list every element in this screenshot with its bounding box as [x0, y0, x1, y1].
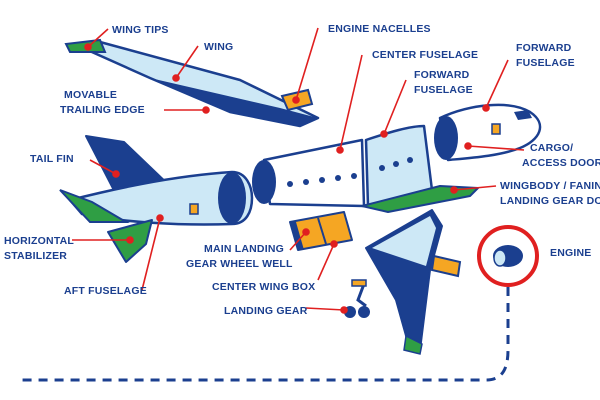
leader-dot-forward-fuselage-mid: [380, 130, 388, 138]
upper-wing: [64, 38, 320, 128]
leader-dot-wing: [172, 74, 180, 82]
leader-dot-tail-fin: [112, 170, 120, 178]
label-forward-fuselage-mid-2: FUSELAGE: [414, 84, 473, 96]
label-horizontal-stabilizer-1: HORIZONTAL: [4, 235, 74, 247]
label-aft-fuselage: AFT FUSELAGE: [64, 285, 147, 297]
label-wing: WING: [204, 41, 233, 53]
label-cargo-doors-1: CARGO/: [530, 142, 573, 154]
leader-dot-center-fuselage: [336, 146, 344, 154]
leader-dot-wingbody-fairing: [450, 186, 458, 194]
center-fuselage: [252, 138, 366, 208]
leader-main-landing-gear-well: [289, 231, 307, 251]
engine-callout: [22, 225, 539, 382]
center-wing-box: [289, 211, 353, 251]
label-movable-trailing-edge-2: TRAILING EDGE: [60, 104, 145, 116]
leader-center-wing-box: [317, 243, 335, 281]
leader-engine-nacelles: [295, 27, 319, 101]
leader-forward-fuselage-mid: [383, 79, 407, 135]
label-wing-tips: WING TIPS: [112, 24, 169, 36]
leader-wing: [175, 45, 199, 79]
label-main-landing-gear-well-2: GEAR WHEEL WELL: [186, 258, 293, 270]
label-forward-fuselage-mid-1: FORWARD: [414, 69, 470, 81]
leader-dot-cargo-doors: [464, 142, 472, 150]
forward-fuselage-mid: [364, 124, 434, 208]
label-horizontal-stabilizer-2: STABILIZER: [4, 250, 67, 262]
leader-dot-landing-gear: [340, 306, 348, 314]
label-cargo-doors-2: ACCESS DOORS: [522, 157, 600, 169]
part-labels: WING TIPS WING ENGINE NACELLES CENTER FU…: [4, 23, 600, 317]
label-center-fuselage: CENTER FUSELAGE: [372, 49, 478, 61]
leader-aft-fuselage: [141, 217, 161, 291]
label-landing-gear: LANDING GEAR: [224, 305, 308, 317]
label-tail-fin: TAIL FIN: [30, 153, 74, 165]
leader-dot-horizontal-stabilizer: [126, 236, 134, 244]
label-engine: ENGINE: [550, 247, 591, 259]
leader-center-fuselage: [339, 54, 363, 151]
leader-dot-engine-nacelles: [292, 96, 300, 104]
label-engine-nacelles: ENGINE NACELLES: [328, 23, 431, 35]
leader-wing-tips: [87, 28, 109, 48]
label-wingbody-fairing-1: WINGBODY / FANING: [500, 180, 600, 192]
label-movable-trailing-edge-1: MOVABLE: [64, 89, 117, 101]
leader-lines: [72, 27, 525, 314]
leader-dot-movable-trailing-edge: [202, 106, 210, 114]
leader-dot-main-landing-gear-well: [302, 228, 310, 236]
label-wingbody-fairing-2: LANDING GEAR DOORS: [500, 195, 600, 207]
leader-dot-forward-fuselage-top: [482, 104, 490, 112]
label-forward-fuselage-top-1: FORWARD: [516, 42, 572, 54]
leader-cargo-doors: [467, 145, 525, 151]
leader-landing-gear: [305, 307, 345, 311]
leader-wingbody-fairing: [453, 185, 497, 191]
forward-fuselage-nose: [434, 103, 542, 162]
leader-forward-fuselage-top: [485, 59, 509, 109]
leader-dot-wing-tips: [84, 43, 92, 51]
label-forward-fuselage-top-2: FUSELAGE: [516, 57, 575, 69]
leader-dot-aft-fuselage: [156, 214, 164, 222]
label-main-landing-gear-well-1: MAIN LANDING: [204, 243, 284, 255]
lower-wing: [365, 209, 462, 355]
leader-tail-fin: [89, 159, 117, 175]
leader-dot-center-wing-box: [330, 240, 338, 248]
landing-gear: [344, 279, 370, 318]
label-center-wing-box: CENTER WING BOX: [212, 281, 315, 293]
wingbody-fairing: [361, 185, 479, 213]
